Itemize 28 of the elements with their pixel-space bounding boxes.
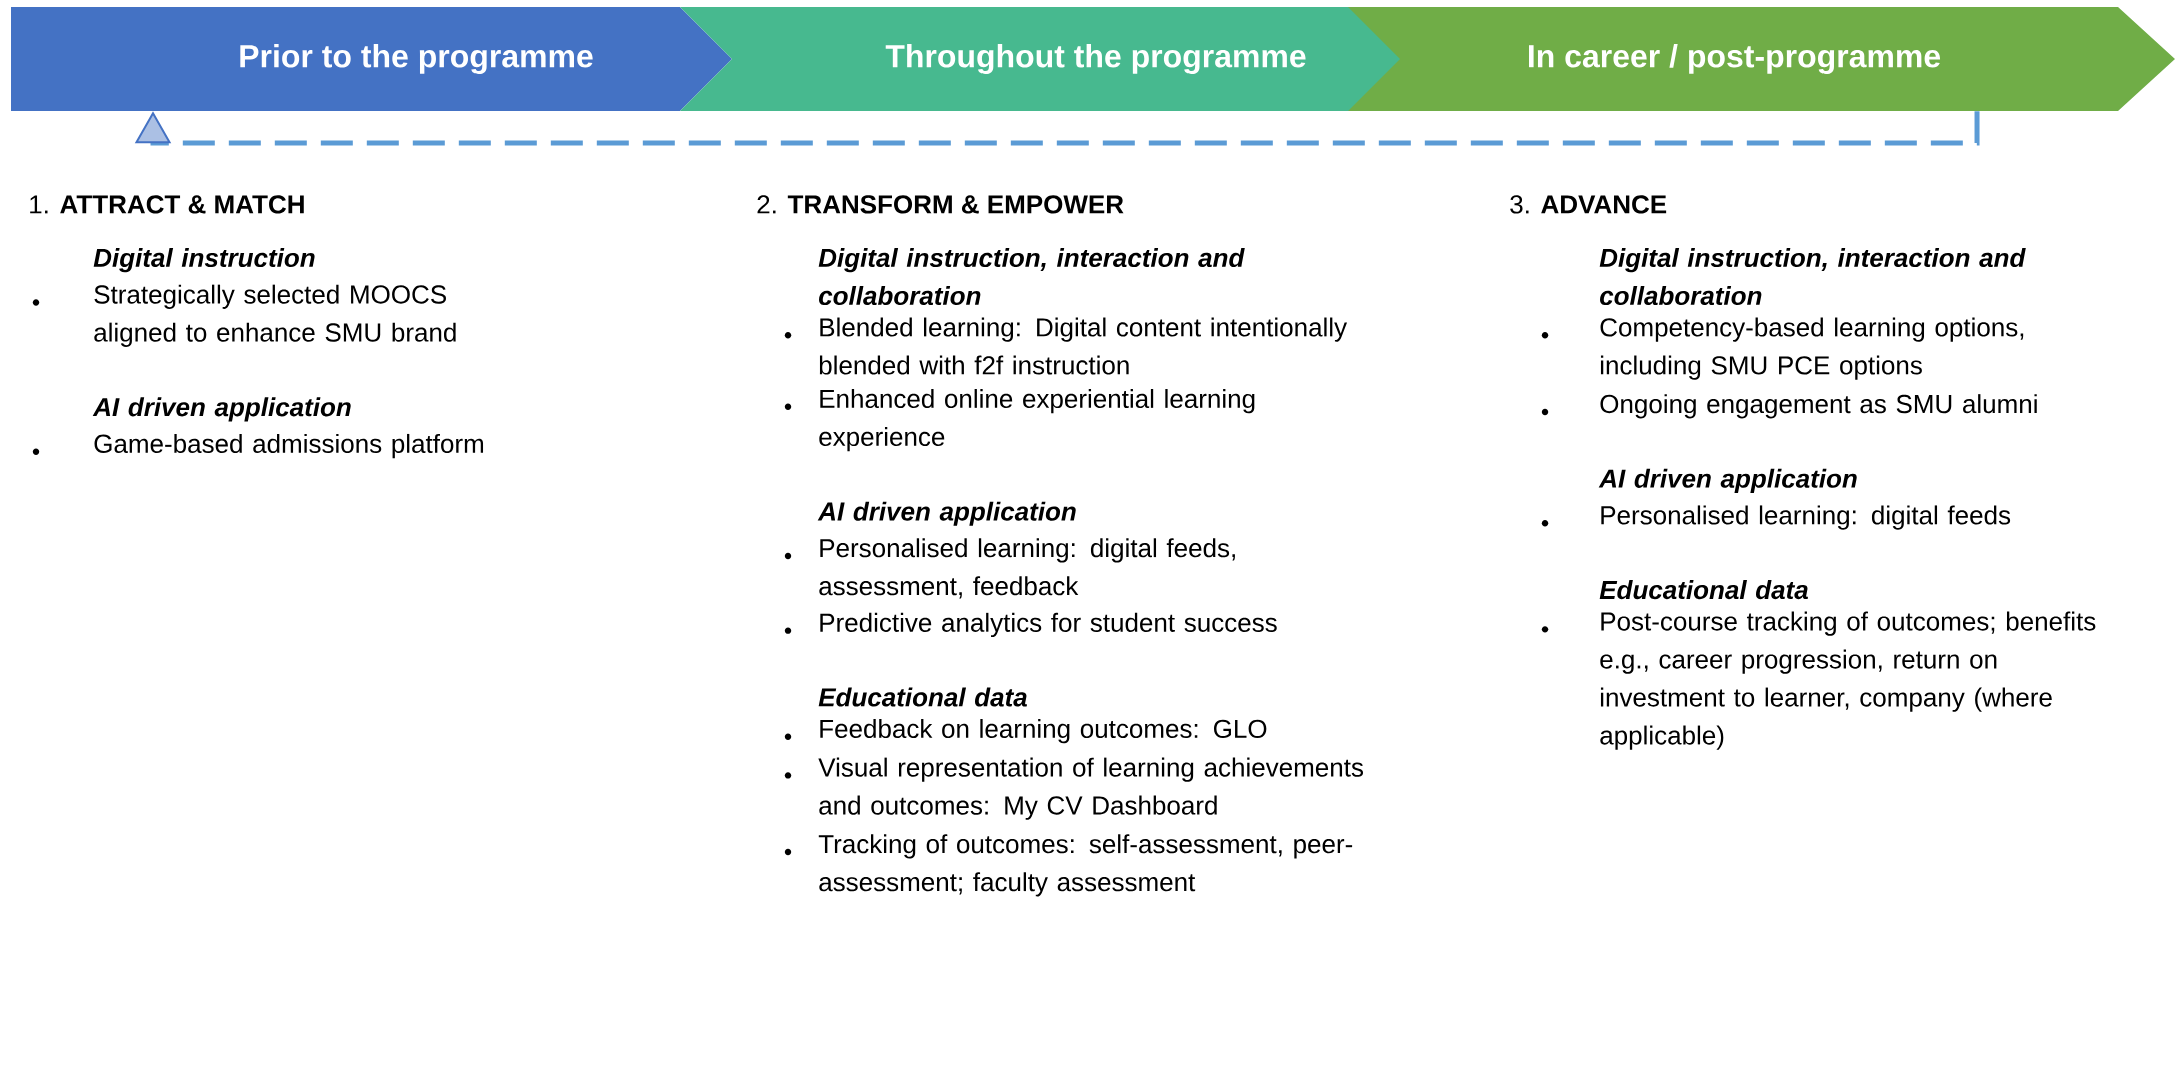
section-subheading: Digital instruction, interaction and collaboration — [1599, 248, 2026, 306]
bullet-item: Tracking of outcomes: self-assessment, peer-assessment; faculty assessment — [784, 834, 1353, 897]
section-subheading: Digital instruction, interaction and collaboration — [818, 248, 1245, 306]
bullet-item: Feedback on learning outcomes: GLO — [784, 719, 1267, 744]
bullet-item: Ongoing engagement as SMU alumni — [1541, 394, 2037, 419]
bullet-item: Predictive analytics for student success — [784, 612, 1277, 638]
bullet-item: Personalised learning: digital feeds — [1541, 505, 2011, 530]
section-subheading: Educational data — [818, 687, 1027, 707]
column-heading: 2. TRANSFORM & EMPOWER — [757, 195, 1124, 214]
bullet-item: Blended learning: Digital content intentionally blended with f2f instruction — [784, 317, 1348, 375]
section-subheading: Educational data — [1599, 580, 1808, 600]
chevron-box: In career / post-programme — [1348, 7, 2175, 111]
bullet-item: Competency-based learning options, including SMU PCE options — [1541, 317, 2024, 380]
section-subheading: AI driven application — [1598, 468, 1857, 493]
chevron-box: Throughout the programme — [680, 7, 1402, 111]
dashed-arrow — [134, 111, 1980, 146]
bullet-item: Visual representation of learning achievements and outcomes: My CV Dashboard — [784, 757, 1363, 820]
column-heading: 1. ATTRACT & MATCH — [30, 195, 304, 214]
chevron-box: Prior to the programme — [11, 7, 732, 111]
section-subheading: AI driven application — [92, 397, 351, 422]
section-subheading: AI driven application — [817, 501, 1076, 526]
bullet-item: Enhanced online experiential learning experience — [784, 389, 1255, 452]
bullet-item: Strategically selected MOOCS aligned to enhance SMU brand — [32, 284, 456, 347]
bullet-item: Post-course tracking of outcomes; benefits e.g., career progression, return on investment to learner, company (where applicable) — [1541, 611, 2096, 750]
bullet-item: Game-based admissions platform — [32, 433, 484, 459]
column-heading: 3. ADVANCE — [1510, 195, 1667, 214]
section-subheading: Digital instruction — [93, 248, 315, 273]
bullet-item: Personalised learning: digital feeds, assessment, feedback — [784, 538, 1235, 599]
